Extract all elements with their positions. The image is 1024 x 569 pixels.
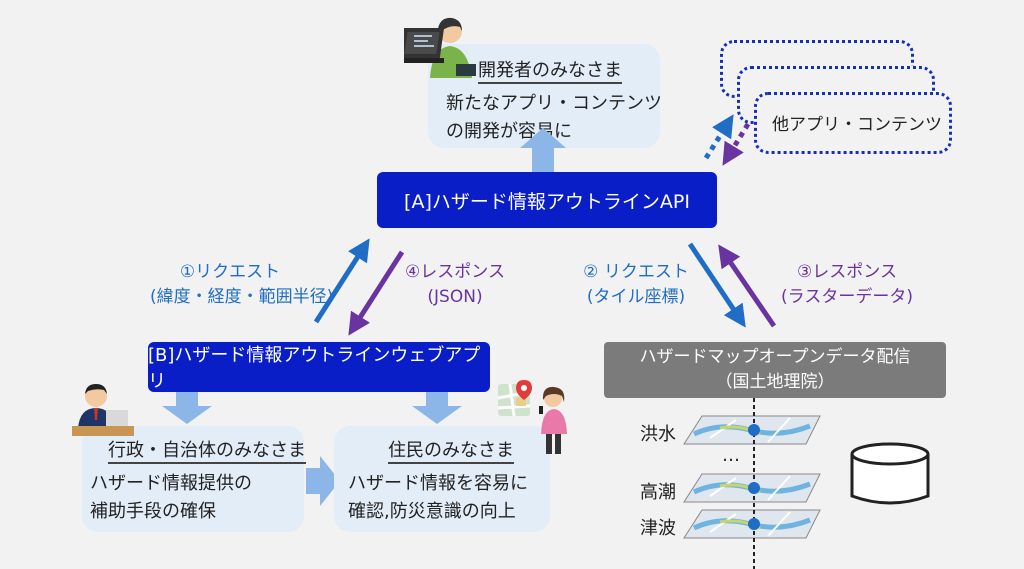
api-to-other-apps-dotted-arrow <box>703 114 734 160</box>
hazard-tsunami-label: 津波 <box>640 518 676 539</box>
request1-label-line2: (緯度・経度・範囲半径) <box>150 287 334 307</box>
government-desc-line1: ハザード情報提供の <box>90 473 252 494</box>
developers-desc-line1: 新たなアプリ・コンテンツ <box>446 93 662 114</box>
residents-title: 住民のみなさま <box>388 440 514 464</box>
response3-label-line2: (ラスターデータ) <box>781 287 913 307</box>
flood-point <box>748 424 760 436</box>
hazard-outline-webapp-box: [B]ハザード情報アウトラインウェブアプリ <box>148 342 490 392</box>
response4-arrow <box>348 250 405 336</box>
gsi-label-line2: （国土地理院） <box>715 372 835 392</box>
request2-label: ② リクエスト (タイル座標) <box>574 260 698 310</box>
hazard-tile-stack <box>683 398 821 569</box>
other-apps-to-api-dotted-arrow <box>722 122 751 166</box>
storm-surge-point <box>748 482 760 494</box>
request1-label-line1: ①リクエスト <box>179 262 281 282</box>
request2-label-line2: (タイル座標) <box>586 287 686 307</box>
request1-label: ①リクエスト (緯度・経度・範囲半径) <box>150 260 334 310</box>
other-apps-front-box <box>754 92 952 154</box>
response3-label-line1: ③レスポンス <box>797 262 897 282</box>
residents-desc-line1: ハザード情報を容易に <box>348 473 528 494</box>
hazard-flood-label: 洪水 <box>640 424 676 445</box>
request2-label-line1: ② リクエスト <box>583 262 689 282</box>
residents-card: 住民のみなさま ハザード情報を容易に 確認,防災意識の向上 <box>334 426 550 532</box>
government-title: 行政・自治体のみなさま <box>108 440 306 464</box>
database-icon <box>850 442 930 505</box>
gsi-label-line1: ハザードマップオープンデータ配信 <box>639 347 911 367</box>
government-to-residents-arrow <box>306 456 340 506</box>
response4-label-line2: (JSON) <box>427 287 483 307</box>
government-officer-icon <box>72 384 134 436</box>
webapp-to-government-arrow <box>162 392 212 424</box>
government-desc-line2: 補助手段の確保 <box>90 501 216 522</box>
resident-person-icon <box>539 386 567 454</box>
hazard-outline-webapp-label: [B]ハザード情報アウトラインウェブアプリ <box>148 345 481 392</box>
response4-label-line1: ④レスポンス <box>405 262 505 282</box>
map-pin-icon <box>497 380 532 417</box>
residents-desc-line2: 確認,防災意識の向上 <box>348 501 516 522</box>
government-card: 行政・自治体のみなさま ハザード情報提供の 補助手段の確保 <box>82 426 306 532</box>
hazard-ellipsis: … <box>722 445 740 466</box>
request2-arrow <box>687 242 746 328</box>
hazard-outline-api-label: [A]ハザード情報アウトラインAPI <box>404 190 690 213</box>
response3-arrow <box>718 244 777 328</box>
tsunami-point <box>748 518 760 530</box>
other-apps-label: 他アプリ・コンテンツ <box>772 115 942 135</box>
gsi-open-data-box: ハザードマップオープンデータ配信 （国土地理院） <box>604 342 946 398</box>
webapp-to-residents-arrow <box>412 392 462 424</box>
response3-label: ③レスポンス (ラスターデータ) <box>772 260 922 310</box>
developers-title: 開発者のみなさま <box>478 60 622 84</box>
developer-person-icon <box>404 17 476 78</box>
hazard-outline-api-box: [A]ハザード情報アウトラインAPI <box>377 172 717 228</box>
response4-label: ④レスポンス (JSON) <box>400 260 510 310</box>
request1-arrow <box>313 238 370 324</box>
hazard-storm-surge-label: 高潮 <box>640 482 676 503</box>
api-to-developers-arrow <box>520 128 566 172</box>
